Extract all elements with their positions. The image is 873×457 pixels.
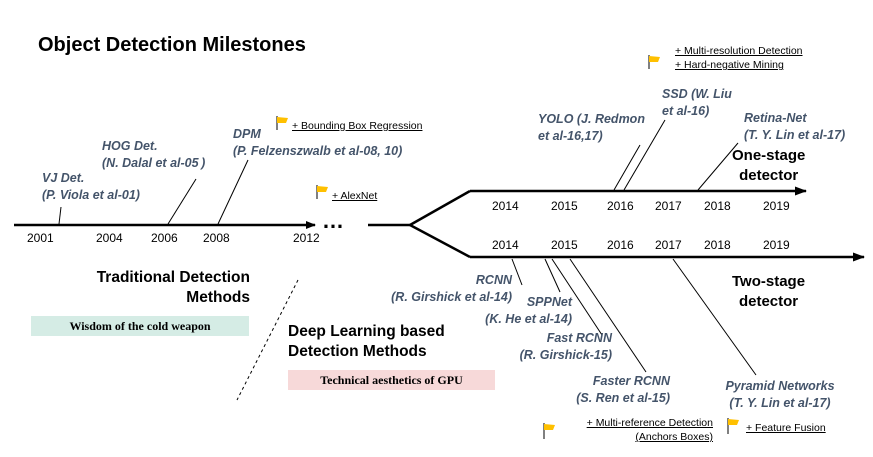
year-label: 2006 <box>151 231 178 245</box>
connector-faster-rcnn <box>569 258 647 373</box>
connector-yolo <box>613 144 641 191</box>
method-rcnn: RCNN (R. Girshick et al-14) <box>391 273 512 304</box>
method-faster-rcnn: Faster RCNN (S. Ren et al-15) <box>576 374 670 405</box>
method-author: (P. Felzenszwalb et al-08, 10) <box>233 144 403 158</box>
connector-ssd <box>623 119 666 191</box>
one-stage-label: One-stage detector <box>732 147 806 184</box>
note-multi-resolution: + Multi-resolution Detection <box>675 45 803 57</box>
deep-learning-badge: Technical aesthetics of GPU <box>288 370 495 390</box>
note-alexnet: + AlexNet <box>332 190 378 202</box>
method-vj: VJ Det. (P. Viola et al-01) <box>42 170 140 204</box>
year-label: 2019 <box>763 238 790 252</box>
two-stage-label: Two-stage detector <box>732 273 806 310</box>
connector-sppnet <box>544 258 561 293</box>
year-label: 2004 <box>96 231 123 245</box>
method-author: (P. Viola et al-01) <box>42 188 140 202</box>
flag-icon <box>727 418 739 434</box>
section-divider <box>236 279 299 401</box>
fork-lower <box>409 223 471 259</box>
connector-fast-rcnn <box>551 258 603 336</box>
connector-vj <box>58 206 62 225</box>
deep-learning-heading: Deep Learning based Detection Methods <box>288 323 445 360</box>
year-label: 2008 <box>203 231 230 245</box>
method-hog: HOG Det. (N. Dalal et al-05 ) <box>102 138 205 172</box>
flag-icon <box>276 116 288 130</box>
note-multi-reference: + Multi-reference Detection (Anchors Box… <box>586 417 713 443</box>
year-label: 2018 <box>704 199 731 213</box>
connector-retina <box>697 142 739 191</box>
note-hard-negative: + Hard-negative Mining <box>675 59 784 71</box>
connector-fpn <box>672 258 757 376</box>
method-name: DPM <box>233 127 261 141</box>
connector-rcnn <box>511 258 523 286</box>
year-label: 2014 <box>492 199 519 213</box>
timeline-ellipsis: … <box>322 208 344 233</box>
year-label: 2012 <box>293 231 320 245</box>
method-ssd: SSD (W. Liu et al-16) <box>662 87 732 118</box>
method-name: HOG Det. <box>102 139 158 153</box>
year-label: 2017 <box>655 238 682 252</box>
flag-icon <box>316 185 328 199</box>
method-name: VJ Det. <box>42 171 85 185</box>
note-feature-fusion: + Feature Fusion <box>746 422 826 434</box>
year-label: 2014 <box>492 238 519 252</box>
year-label: 2001 <box>27 231 54 245</box>
method-retina-net: Retina-Net (T. Y. Lin et al-17) <box>744 111 846 142</box>
traditional-badge: Wisdom of the cold weapon <box>31 316 249 336</box>
connector-hog <box>167 178 197 225</box>
method-author: (N. Dalal et al-05 ) <box>102 156 206 170</box>
flag-icon <box>543 423 555 439</box>
year-label: 2017 <box>655 199 682 213</box>
method-yolo: YOLO (J. Redmon et al-16,17) <box>538 112 645 143</box>
method-dpm: DPM (P. Felzenszwalb et al-08, 10) <box>233 126 402 160</box>
year-label: 2015 <box>551 199 578 213</box>
year-label: 2015 <box>551 238 578 252</box>
year-label: 2016 <box>607 238 634 252</box>
year-label: 2019 <box>763 199 790 213</box>
year-label: 2016 <box>607 199 634 213</box>
method-fast-rcnn: Fast RCNN (R. Girshick-15) <box>519 331 612 362</box>
year-label: 2018 <box>704 238 731 252</box>
fork-upper <box>409 189 471 227</box>
method-pyramid-networks: Pyramid Networks (T. Y. Lin et al-17) <box>725 379 835 410</box>
page-title: Object Detection Milestones <box>38 34 306 56</box>
connector-dpm <box>217 159 249 225</box>
traditional-heading: Traditional Detection Methods <box>96 269 250 306</box>
note-bbox-regression: + Bounding Box Regression <box>292 120 423 132</box>
flag-icon <box>648 55 660 69</box>
method-sppnet: SPPNet (K. He et al-14) <box>485 295 572 326</box>
